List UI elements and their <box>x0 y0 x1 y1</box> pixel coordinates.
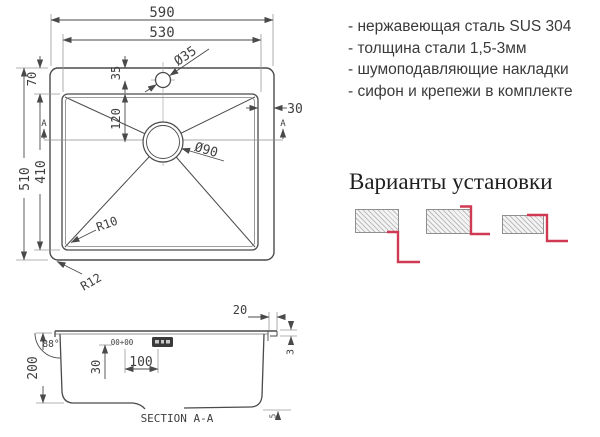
section-extension-lines <box>36 312 297 411</box>
section-caption: SECTION A-A <box>141 412 214 425</box>
brand-stamp <box>152 337 173 347</box>
section-dimension-lines <box>39 313 295 421</box>
feature-item: - нержавеющая сталь SUS 304 <box>348 18 572 35</box>
dimension-lines <box>20 16 287 275</box>
dim-rim-thickness: 3 <box>286 349 297 355</box>
section-outline <box>54 330 278 410</box>
mount-option-flush <box>420 200 500 270</box>
countertop-slab <box>502 215 544 234</box>
dim-deck-width: 70 <box>25 72 39 86</box>
installation-title: Варианты установки <box>349 169 553 194</box>
sink-rim-profile <box>387 230 420 264</box>
dim-emboss-offset: 30 <box>89 360 103 374</box>
feature-list: - нержавеющая сталь SUS 304 - толщина ст… <box>348 16 593 102</box>
dim-side-margin: 30 <box>287 102 303 117</box>
dim-rim-width: 20 <box>233 303 247 317</box>
sink-rim-profile <box>460 205 490 236</box>
bowl-edge <box>61 93 259 251</box>
faucet-hole <box>154 71 172 89</box>
dim-faucet-dia: Ø35 <box>172 44 200 70</box>
section-marker-right: A <box>280 119 286 129</box>
drain-inner <box>146 125 180 159</box>
feature-item: - шумоподавляющие накладки <box>348 61 569 78</box>
dim-drain-dia: Ø90 <box>193 140 220 161</box>
dim-depth: 200 <box>26 356 41 379</box>
dim-wall-angle: 88° <box>42 339 59 350</box>
dim-bottom-step: 5 <box>269 414 278 419</box>
section-view: 200 88° 30 100 00+00 20 3 5 SECTION A-A <box>26 303 297 425</box>
dim-faucet-offset: 35 <box>109 66 123 80</box>
dim-emboss-spacing: 100 <box>129 355 152 370</box>
wall-angle-arc <box>34 332 61 359</box>
sink-outer-edge <box>49 67 275 261</box>
top-view: 590 530 510 410 70 35 120 Ø35 Ø90 30 R10… <box>16 5 303 293</box>
drain-outer <box>142 121 184 163</box>
countertop-slab <box>355 209 399 233</box>
dim-bowl-width: 530 <box>149 25 174 41</box>
section-marker-left: A <box>41 119 47 129</box>
bowl-inner-edge <box>65 97 255 247</box>
dim-overall-depth: 510 <box>18 167 33 190</box>
dim-drain-offset: 120 <box>109 108 123 130</box>
feature-item: - толщина стали 1,5-3мм <box>348 39 527 57</box>
dim-bowl-radius: R10 <box>94 214 119 235</box>
emboss-mark: 00+00 <box>111 338 134 347</box>
mount-option-undermount <box>352 200 432 270</box>
mount-option-topmount <box>495 200 575 270</box>
bowl-diagonal-lines <box>64 96 256 248</box>
dim-overall-width: 590 <box>149 5 174 21</box>
feature-item: - сифон и крепежи в комплекте <box>348 82 573 100</box>
dim-bowl-depth: 410 <box>34 160 49 183</box>
sink-rim-profile <box>527 213 568 243</box>
